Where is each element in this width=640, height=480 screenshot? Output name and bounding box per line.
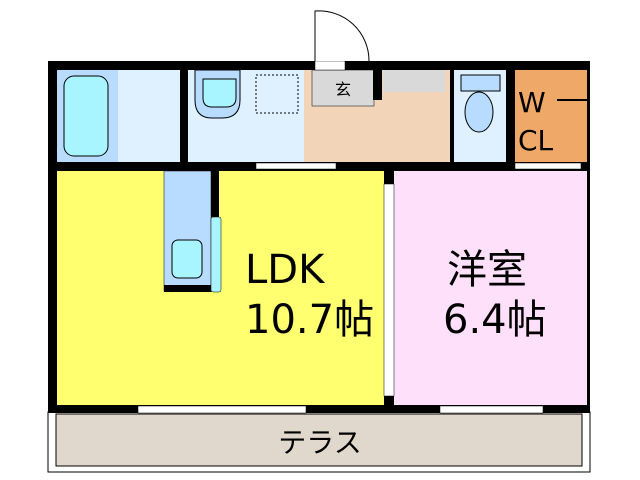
entrance-label: 玄: [335, 80, 351, 99]
window-western: [439, 405, 544, 414]
terrace: [55, 413, 583, 467]
stove: [210, 216, 222, 293]
wcl: [515, 70, 587, 162]
entry-door-opening: [314, 60, 346, 71]
western-room: [394, 171, 587, 405]
shoe-storage: [383, 70, 445, 92]
ldk-size: 10.7帖: [245, 297, 374, 343]
entry-door-swing: [314, 10, 370, 62]
western-room-size: 6.4帖: [443, 297, 547, 343]
wcl-label-line2: CL: [518, 124, 554, 157]
ldk-name: LDK: [245, 247, 326, 293]
kitchen-wall: [211, 171, 219, 219]
entrance: [311, 69, 375, 107]
kitchen-wall-bottom: [164, 285, 214, 292]
window-ldk: [137, 405, 307, 414]
wall-entrance: [373, 70, 382, 100]
window-hall: [255, 162, 337, 170]
bathtub: [63, 75, 109, 157]
wcl-label-line1: W: [518, 86, 546, 119]
washbasin-bowl: [202, 78, 237, 108]
sliding-door: [383, 183, 395, 397]
toilet-tank: [460, 74, 501, 92]
kitchen-sink: [171, 239, 203, 279]
window-wcl: [514, 162, 582, 170]
changing-room: [118, 70, 180, 162]
washer-pan: [255, 74, 299, 114]
toilet-bowl: [464, 91, 494, 133]
terrace-label: テラス: [278, 426, 361, 459]
western-room-name: 洋室: [447, 247, 527, 293]
